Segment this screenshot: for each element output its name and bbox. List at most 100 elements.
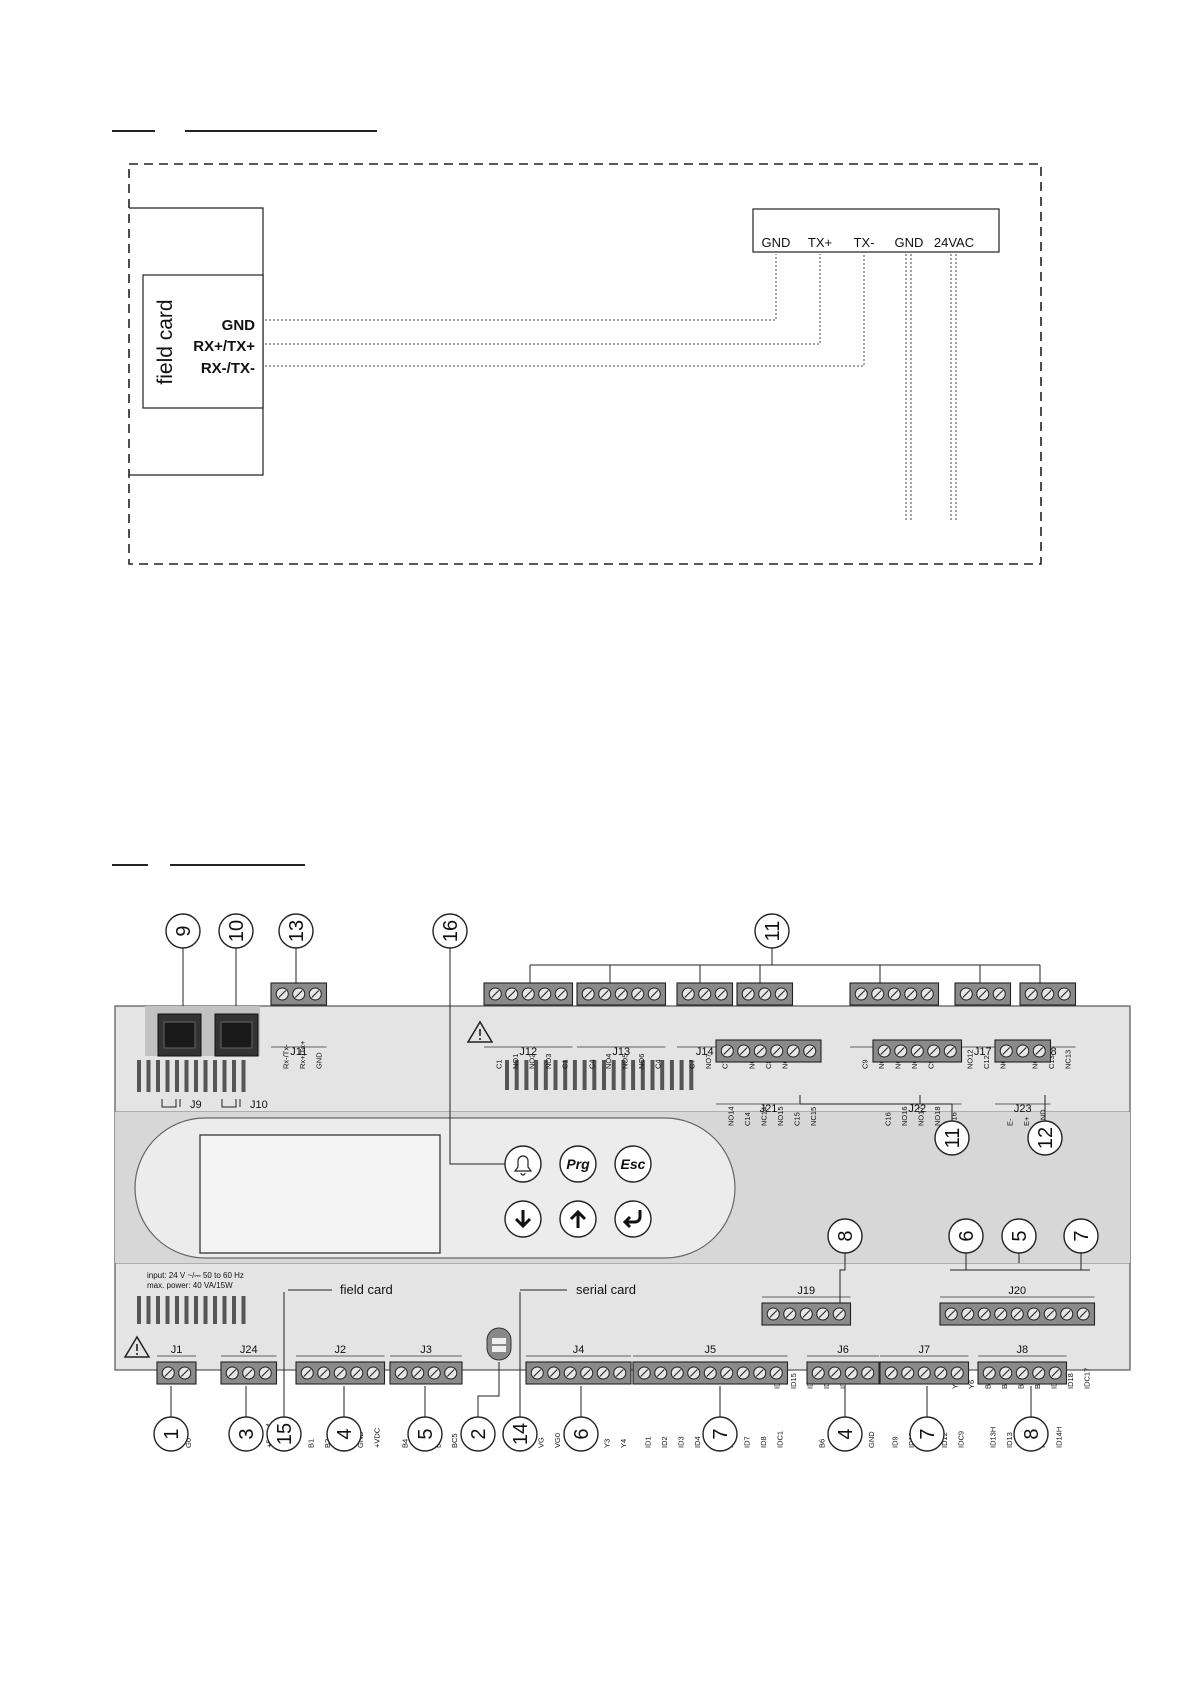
rj-port-j10[interactable]	[214, 1013, 259, 1057]
pin-label-j11: Rx+/Tx+	[298, 1040, 307, 1069]
callout-number: 13	[286, 920, 308, 942]
serial-card-slot-label: serial card	[576, 1282, 636, 1297]
connector-label-j10: J10	[250, 1099, 268, 1111]
pin-label-j8: ID14H	[1054, 1427, 1063, 1448]
screw-slot	[818, 1310, 827, 1318]
screw-slot	[540, 990, 549, 998]
callout-circle	[827, 1218, 863, 1254]
callout-4: 4	[827, 1416, 863, 1452]
rj-port-j9[interactable]	[157, 1013, 202, 1057]
pin-label-j6: GND	[867, 1431, 876, 1448]
down-button[interactable]	[504, 1200, 542, 1238]
vent-slot	[175, 1296, 179, 1324]
screw-slot	[1079, 1310, 1088, 1318]
callout-circle	[1063, 1218, 1099, 1254]
pin-label-j4: Y3	[602, 1439, 611, 1448]
screw-slot	[739, 1047, 748, 1055]
screw-slot	[863, 1369, 872, 1377]
screw-slot	[1043, 990, 1052, 998]
callout-circle	[754, 913, 790, 949]
vent-slot	[640, 1060, 645, 1090]
screw-slot	[700, 990, 709, 998]
pin-label-j7: ID12	[940, 1432, 949, 1448]
up-button[interactable]	[559, 1200, 597, 1238]
power-rating-max: max. power: 40 VA/15W	[147, 1281, 233, 1290]
callout-circle	[153, 1416, 189, 1452]
connector-label-j7: J7	[918, 1344, 930, 1356]
pin-label-j8: ID13H	[988, 1427, 997, 1448]
screw-slot	[1013, 1310, 1022, 1318]
enter-button[interactable]	[614, 1200, 652, 1238]
pin-label-j5: ID2	[660, 1436, 669, 1448]
pin-label-j22: C16	[949, 1112, 958, 1126]
device-terminal-24vac: 24VAC	[934, 235, 974, 250]
callout-circle	[218, 913, 254, 949]
terminal-block-j4[interactable]: VGVG0Y1Y2Y3Y4J4	[525, 1344, 632, 1448]
screw-slot	[1018, 1047, 1027, 1055]
warning-icon	[466, 1020, 494, 1043]
screw-slot	[311, 990, 320, 998]
pin-label-j21: C15	[792, 1112, 801, 1126]
pin-label-j3: B4	[400, 1439, 409, 1448]
terminal-body	[389, 1361, 463, 1385]
pin-label-j14: C7	[687, 1059, 696, 1069]
callout-number: 5	[1009, 1230, 1031, 1241]
screw-slot	[689, 1369, 698, 1377]
screw-slot	[524, 990, 533, 998]
terminal-block-j1[interactable]: GG0J1	[156, 1344, 197, 1448]
screw-slot	[1062, 1310, 1071, 1318]
callout-circle	[165, 913, 201, 949]
callout-number: 15	[274, 1423, 296, 1445]
screw-slot	[164, 1369, 173, 1377]
pin-label-j7: IDC9	[956, 1431, 965, 1448]
connector-label-j1: J1	[171, 1344, 183, 1356]
pin-label-j17: C12	[982, 1055, 991, 1069]
pin-label-j21: NC15	[809, 1107, 818, 1126]
enter-icon	[622, 1210, 642, 1229]
screw-slot	[1051, 1369, 1060, 1377]
screw-slot	[802, 1310, 811, 1318]
screw-slot	[566, 1369, 575, 1377]
pin-label-j21: C14	[743, 1112, 752, 1126]
screw-slot	[533, 1369, 542, 1377]
screw-slot	[980, 1310, 989, 1318]
vent-slot	[184, 1296, 189, 1324]
screw-slot	[369, 1369, 378, 1377]
callout-4: 4	[326, 1416, 362, 1452]
callout-5: 5	[1001, 1218, 1037, 1254]
callout-circle	[278, 913, 314, 949]
vent-slot	[689, 1060, 694, 1090]
pin-label-j11: GND	[314, 1052, 323, 1069]
pin-label-j12: NO3	[544, 1054, 553, 1069]
device-terminal-gnd: GND	[762, 235, 791, 250]
pin-label-j21: NO14	[726, 1106, 735, 1126]
alarm-button[interactable]	[504, 1145, 542, 1183]
connector-label-j22: J22	[908, 1103, 926, 1115]
screw-slot	[1034, 1369, 1043, 1377]
pin-label-j21: NO15	[776, 1106, 785, 1126]
pin-label-j16: C9	[926, 1059, 935, 1069]
esc-button[interactable]: Esc	[614, 1145, 652, 1183]
callout-8: 8	[827, 1218, 863, 1254]
screw-slot	[446, 1369, 455, 1377]
screw-slot	[1035, 1047, 1044, 1055]
pin-label-j2: +VDC	[372, 1427, 381, 1448]
vent-slot	[543, 1060, 548, 1090]
vent-slot	[203, 1296, 208, 1324]
prg-button[interactable]: Prg	[559, 1145, 597, 1183]
screw-slot	[1018, 1369, 1027, 1377]
screw-slot	[880, 1047, 889, 1055]
screw-slot	[656, 1369, 665, 1377]
screw-slot	[873, 990, 882, 998]
vent-slot	[156, 1060, 160, 1092]
connector-label-j6: J6	[837, 1344, 849, 1356]
terminal-block-j3[interactable]: B4BC4B5BC5J3	[389, 1344, 463, 1448]
